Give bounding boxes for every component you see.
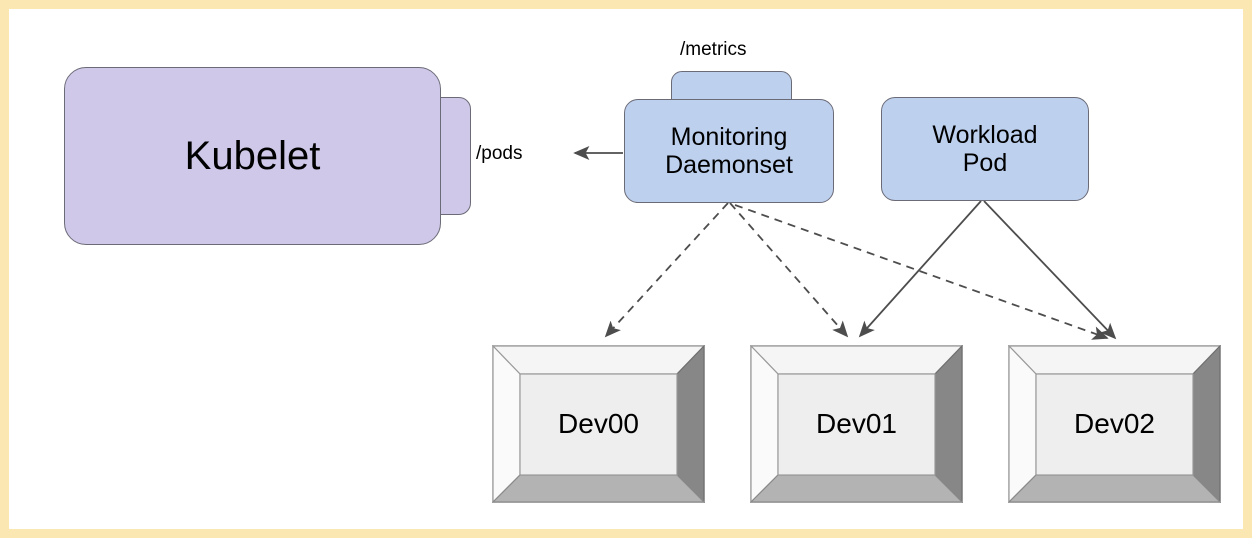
- edge-label-metrics: /metrics: [680, 39, 747, 60]
- node-workload-pod[interactable]: [881, 97, 1089, 201]
- node-kubelet[interactable]: [64, 67, 441, 245]
- edge-workloadpod-to-dev02: [983, 200, 1117, 340]
- dev01-frame-icon: [750, 345, 963, 503]
- node-dev00[interactable]: Dev00: [492, 345, 705, 503]
- node-monitoring-daemonset[interactable]: [624, 99, 834, 203]
- node-dev02[interactable]: Dev02: [1008, 345, 1221, 503]
- dev00-frame-icon: [492, 345, 705, 503]
- edge-daemonset-to-dev01: [729, 202, 849, 338]
- edge-label-pods: /pods: [476, 143, 523, 164]
- edge-workloadpod-to-dev01: [858, 200, 982, 338]
- edge-daemonset-to-dev00: [604, 202, 729, 338]
- node-dev01[interactable]: Dev01: [750, 345, 963, 503]
- dev02-frame-icon: [1008, 345, 1221, 503]
- edge-daemonset-to-dev02: [734, 204, 1109, 340]
